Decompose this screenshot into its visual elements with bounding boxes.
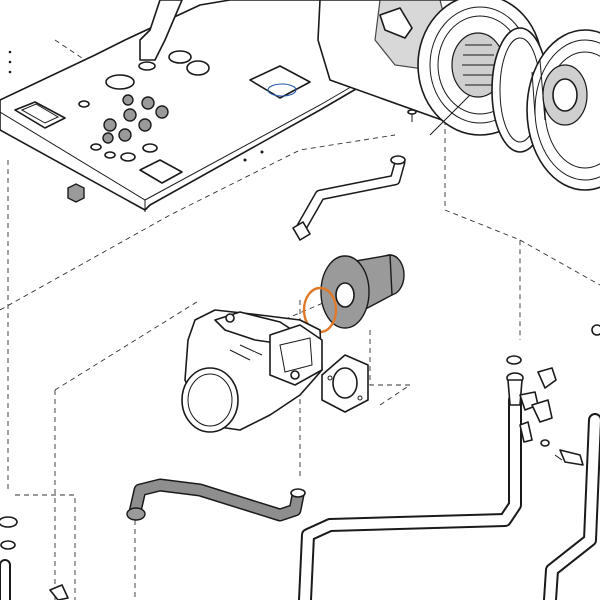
fan-outlet [269,324,323,386]
sensor-probe [559,449,584,466]
plate-hole [120,152,136,162]
plate-hole [105,74,135,90]
o-ring [506,355,522,365]
exchanger-bracket [379,7,413,39]
small-fittings [519,324,600,466]
plate-hole [168,50,192,64]
water-pipes [298,355,600,600]
guide-line-diag-2 [0,134,396,311]
burner-door-assembly [491,27,600,191]
fan-assembly [181,309,323,433]
plate-square-cutout [139,159,183,184]
clip-fitting [49,584,69,600]
o-ring [0,516,18,528]
adapter-bore [335,282,355,308]
pipe-end-fitting [292,221,311,241]
hex-nut [67,183,85,203]
plate-hole [78,100,90,108]
fan-adapter [320,254,405,329]
plate-hole [104,151,116,159]
margin-dots [8,50,12,74]
guide-line-right-1 [444,120,521,340]
plate-square-cutout-2 [249,65,311,99]
plate-hole [186,60,210,76]
fan-motor [181,367,239,433]
pipe-nut [126,507,146,521]
guide-line-bottom-left [15,494,76,600]
guide-line-diag-1 [54,299,201,391]
valve-fitting [531,399,553,423]
edge-fitting [591,324,600,336]
bottom-left-pipes [0,516,69,600]
rivet-dot [243,158,247,162]
small-connector-pipe [292,155,406,241]
guide-line-adapter [369,330,412,406]
rivet-dot [260,150,264,154]
top-pipe-fragment [138,0,183,71]
clip-fitting [537,367,557,389]
guide-line-right-2 [519,239,600,286]
plate-hole [142,143,158,153]
valve-cluster [102,94,169,144]
flange-gasket [321,354,369,413]
fan-screw [225,313,235,323]
o-ring [0,540,16,550]
fan-screw [290,370,300,380]
plate-hole [90,143,102,151]
flue-connection-pipe [126,478,306,522]
washer [540,439,550,447]
plate-slot [14,101,66,129]
